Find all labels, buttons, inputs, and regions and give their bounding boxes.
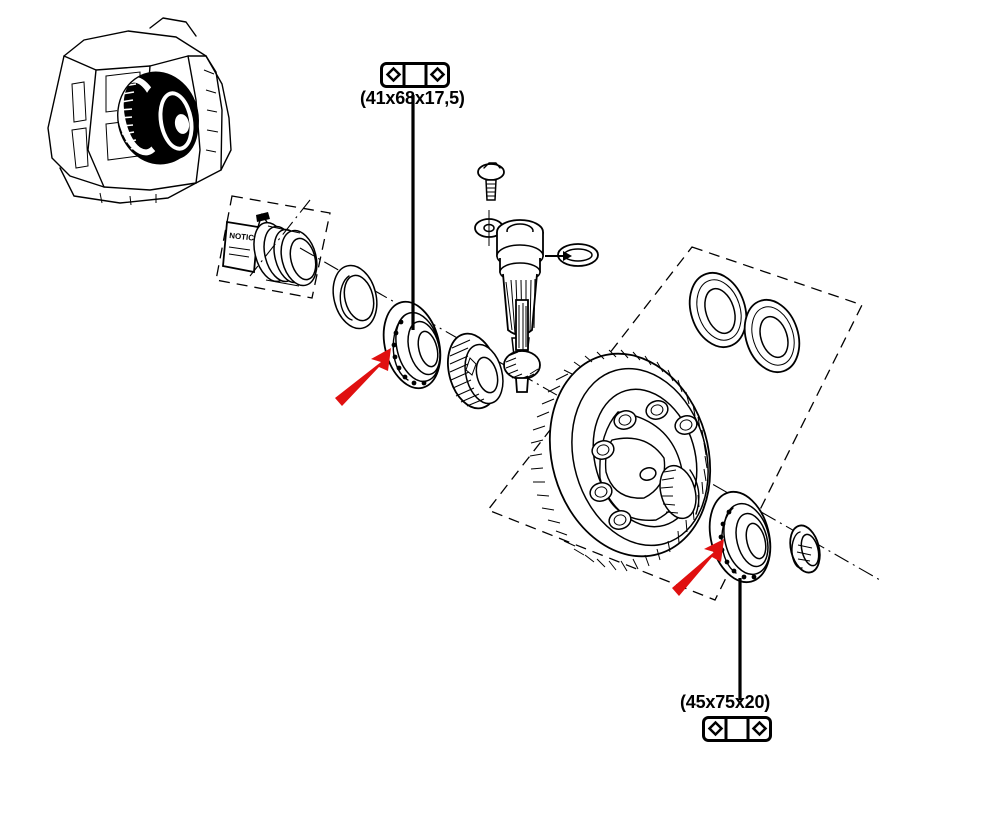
- input-shaft-bearing: [382, 300, 442, 390]
- adjusting-shim-small: [743, 299, 801, 373]
- arrow-to-input-bearing: [335, 348, 391, 406]
- helical-drive-gear: [447, 332, 504, 410]
- arrow-to-differential-bearing: [672, 539, 724, 596]
- differential-bearing: [708, 490, 772, 584]
- bearing-size-label-top: (41x68x17,5): [360, 88, 465, 108]
- seal-group-dashed-box: [215, 195, 331, 299]
- input-shaft-seal: [332, 264, 378, 330]
- adjusting-shim-large: [688, 272, 748, 348]
- speedometer-driven-gear-shaft: [503, 299, 541, 393]
- spec-box-top: [380, 62, 450, 88]
- output-shaft-seal: [789, 524, 821, 574]
- retaining-bolt: [477, 162, 505, 201]
- speedometer-drive-housing: [496, 219, 544, 357]
- o-ring-seal: [545, 243, 599, 267]
- bearing-size-label-bottom: (45x75x20): [680, 692, 771, 712]
- differential-ring-gear-assembly: [529, 349, 712, 572]
- spec-box-bottom: [702, 716, 772, 742]
- transmission-housing-illustration: [47, 17, 232, 206]
- oil-seal-stack: [253, 221, 318, 287]
- washer: [474, 210, 504, 246]
- svg-text:NOTICE: NOTICE: [229, 231, 261, 243]
- notice-document-icon: NOTICE: [222, 212, 270, 274]
